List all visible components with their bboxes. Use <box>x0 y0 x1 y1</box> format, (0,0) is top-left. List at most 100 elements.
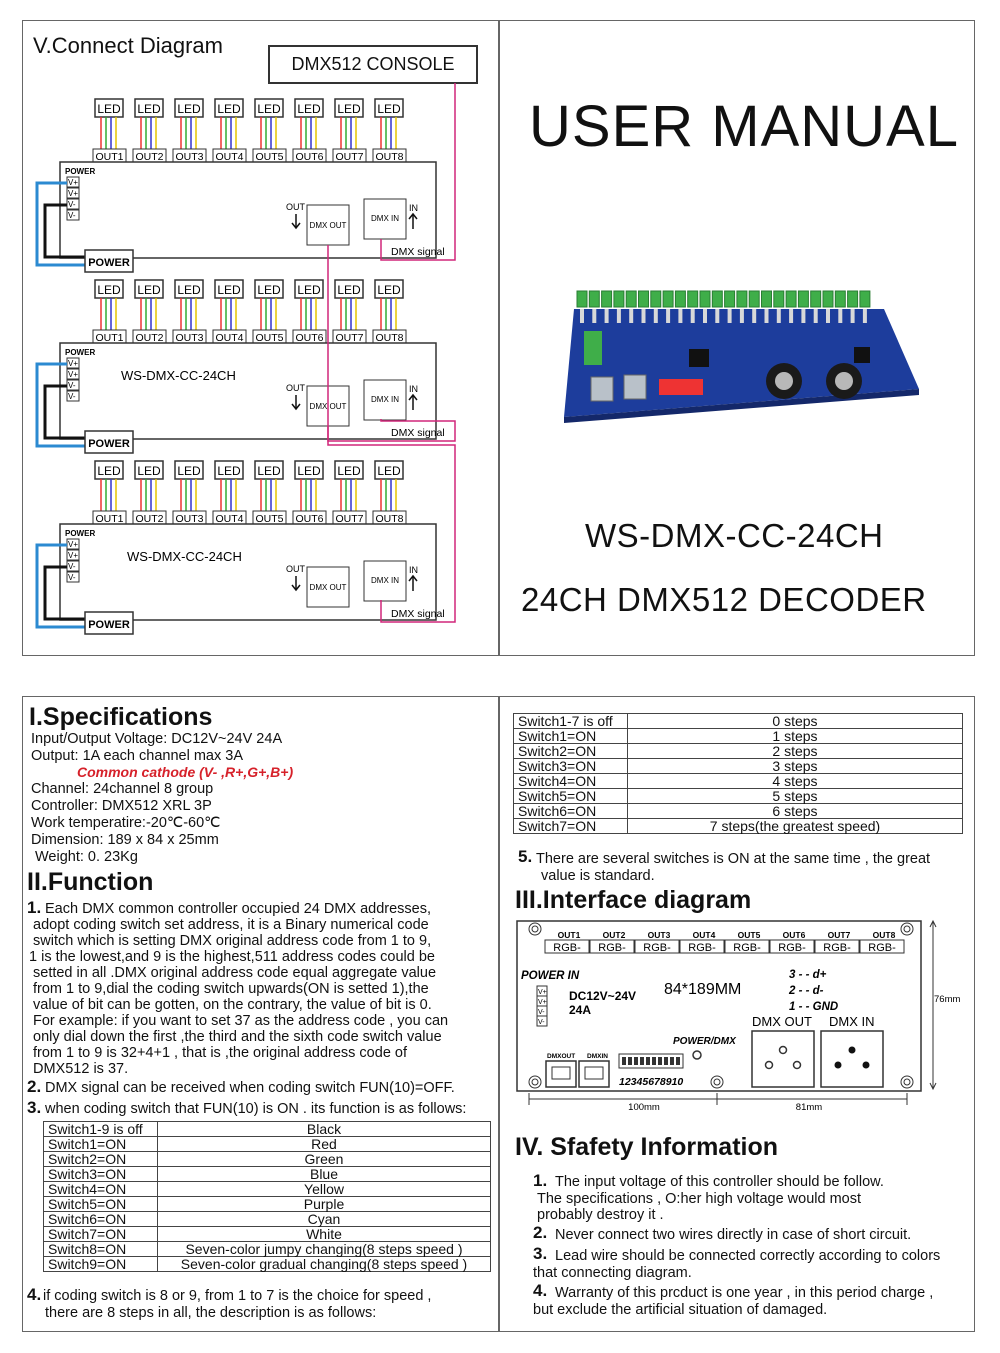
dmx-signal-label: DMX signal <box>391 246 445 258</box>
terminal-block <box>576 290 588 308</box>
output-label: OUT4 <box>215 151 243 163</box>
mounting-hole <box>900 922 914 936</box>
safety-item-line: that connecting diagram. <box>533 1265 692 1281</box>
power-pin <box>66 549 80 561</box>
function-p3: when coding switch that FUN(10) is ON . … <box>45 1101 467 1117</box>
led-box <box>94 98 124 118</box>
output-label: OUT3 <box>175 332 203 344</box>
output-label: OUT3 <box>175 513 203 525</box>
terminal-block <box>634 939 680 954</box>
terminal-label: RGB- <box>778 942 806 954</box>
switch-cell: Switch6=ON <box>43 1211 158 1227</box>
value-cell: 0 steps <box>627 713 963 729</box>
power-wire-black <box>43 203 85 259</box>
dmx-signal-wire <box>380 83 456 261</box>
xlr-pin <box>764 1060 774 1070</box>
led-label: LED <box>177 464 201 478</box>
terminal-label: RGB- <box>598 942 626 954</box>
xlr-pin-label: 1 - - GND <box>789 1001 838 1013</box>
safety-heading: IV. Sfafety Information <box>515 1133 779 1161</box>
terminal-block <box>625 290 637 308</box>
mosfet <box>813 309 818 323</box>
power-pin-label: V+ <box>68 370 78 379</box>
output-label: OUT5 <box>255 151 283 163</box>
terminal-block <box>613 290 625 308</box>
led-box <box>294 98 324 118</box>
led-box <box>374 98 404 118</box>
led-box <box>334 460 364 480</box>
led-label: LED <box>177 102 201 116</box>
terminal-block <box>544 939 590 954</box>
dip-switch-lever <box>664 1057 668 1065</box>
value-cell: Seven-color gradual changing(8 steps spe… <box>157 1256 491 1272</box>
spec-weight: Weight: 0. 23Kg <box>35 849 138 865</box>
out-label: OUT <box>286 564 306 574</box>
controller-box <box>59 342 437 440</box>
led-label: LED <box>217 283 241 297</box>
mosfet <box>703 309 707 323</box>
spec-controller: Controller: DMX512 XRL 3P <box>31 798 212 814</box>
interface-output-label: OUT4 <box>693 930 716 940</box>
dip-switch-lever <box>646 1057 650 1065</box>
cover-title: USER MANUAL <box>529 94 959 159</box>
terminal-label: RGB- <box>823 942 851 954</box>
led-box <box>254 279 284 299</box>
output-label: OUT1 <box>95 332 123 344</box>
led-label: LED <box>337 283 361 297</box>
output-label: OUT7 <box>335 332 363 344</box>
led-label: LED <box>97 102 121 116</box>
controller-model: WS-DMX-CC-24CH <box>121 368 236 383</box>
power-pin-label: V- <box>68 573 76 582</box>
function-p3-number: 3. <box>27 1098 42 1117</box>
power-supply-box <box>84 430 134 454</box>
xlr-pin <box>778 1045 788 1055</box>
amps-label: 24A <box>569 1003 591 1017</box>
interface-output-label: OUT6 <box>783 930 806 940</box>
switch-cell: Switch3=ON <box>43 1166 158 1182</box>
mosfet <box>604 309 609 323</box>
mosfet <box>727 309 732 323</box>
output-label: OUT2 <box>135 151 163 163</box>
interface-output-label: OUT3 <box>648 930 671 940</box>
led-label: LED <box>297 102 321 116</box>
dmx-in-label: DMX IN <box>829 1014 875 1029</box>
safety-item-line: The input voltage of this controller sho… <box>555 1174 884 1190</box>
terminal-block <box>773 290 785 308</box>
dmx-out-label: DMX OUT <box>310 221 347 230</box>
rj45-socket <box>584 1066 604 1080</box>
function-p1-line: switch which is setting DMX original add… <box>33 933 432 949</box>
out-arrow-head <box>291 222 301 230</box>
xlr-pin <box>848 1046 856 1054</box>
power-pin-label: V- <box>538 1009 545 1016</box>
cover-panel: USER MANUAL WS-DMX-CC-24CH 24CH DMX512 D… <box>498 20 975 656</box>
mosfet <box>678 309 683 323</box>
connect-diagram-graphic: LEDOUT1LEDOUT2LEDOUT3LEDOUT4LEDOUT5LEDOU… <box>35 83 456 635</box>
output-label: OUT6 <box>295 332 323 344</box>
dmx-signal-label: DMX signal <box>391 608 445 620</box>
power-supply-label: POWER <box>88 619 130 631</box>
interface-heading: III.Interface diagram <box>515 886 752 914</box>
in-arrow-head <box>408 393 418 401</box>
switch-cell: Switch8=ON <box>43 1241 158 1257</box>
output-label: OUT7 <box>335 513 363 525</box>
rj45-socket <box>551 1066 571 1080</box>
value-cell: Green <box>157 1151 491 1167</box>
terminal-block <box>674 290 686 308</box>
function-p4-line1: if coding switch is 8 or 9, from 1 to 7 … <box>43 1288 432 1304</box>
led-box <box>374 460 404 480</box>
output-label: OUT8 <box>375 151 403 163</box>
function-p1-line: Each DMX common controller occupied 24 D… <box>45 901 432 917</box>
led-box <box>334 98 364 118</box>
power-pin-label: V+ <box>68 359 78 368</box>
led-box <box>254 460 284 480</box>
spec-output: Output: 1A each channel max 3A <box>31 748 243 764</box>
mounting-hole <box>528 1075 542 1089</box>
terminal-block <box>785 290 797 308</box>
dip-switch-lever <box>640 1057 644 1065</box>
controller-box <box>59 161 437 259</box>
